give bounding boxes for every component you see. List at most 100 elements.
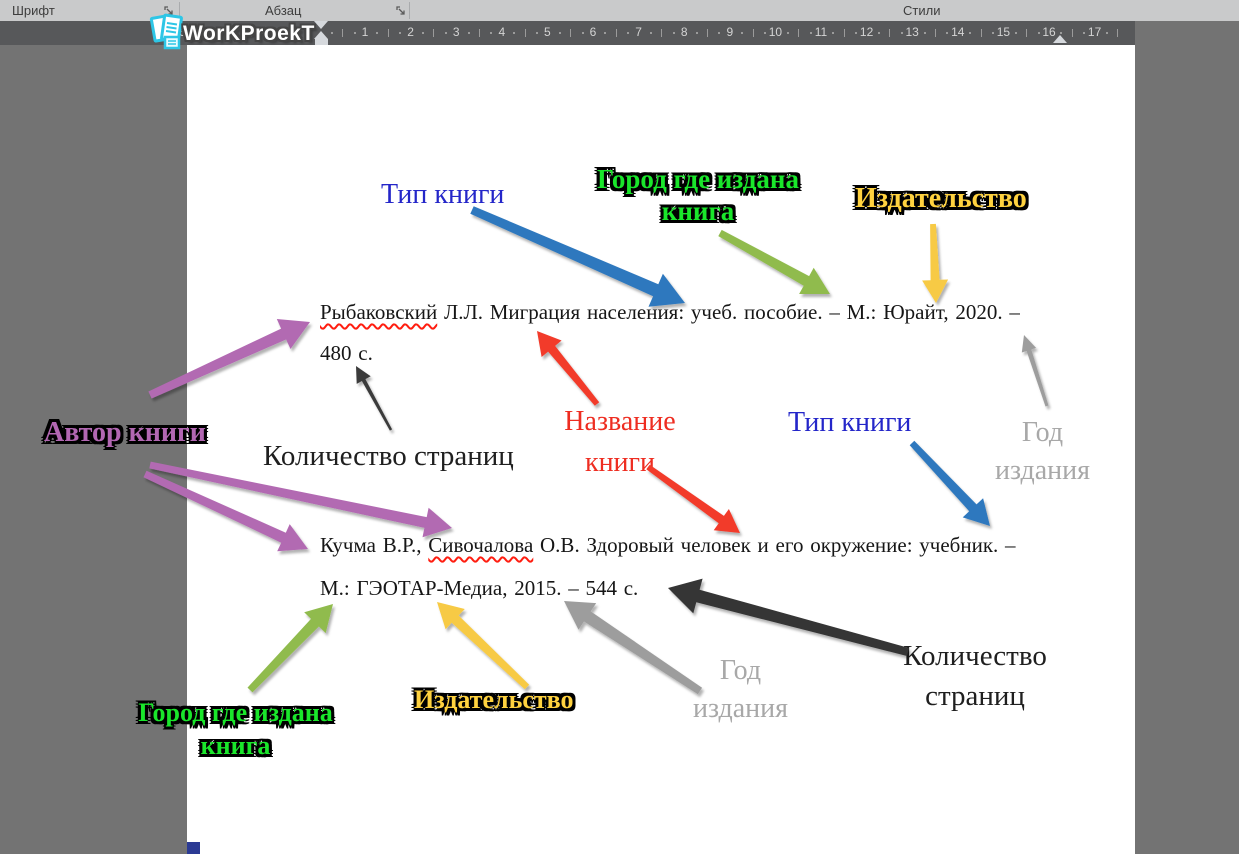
- ruler-tick: [798, 29, 799, 37]
- citation2-pre: Кучма В.Р.,: [320, 533, 428, 557]
- ruler-tick: [1038, 32, 1040, 34]
- ruler-tick: [445, 32, 447, 34]
- label-line: издания: [985, 452, 1100, 490]
- ruler-number: 5: [544, 25, 551, 39]
- ruler-tick: [832, 32, 834, 34]
- label-publication-year-bottom[interactable]: Год издания: [683, 652, 798, 728]
- ruler-tick: [1060, 32, 1062, 34]
- ruler-tick: [844, 29, 845, 37]
- ruler-number: 3: [453, 25, 460, 39]
- ruler-tick: [354, 32, 356, 34]
- label-publisher-bottom[interactable]: Издательство: [414, 685, 574, 715]
- ruler-tick: [969, 32, 971, 34]
- ruler-tick: [479, 29, 480, 37]
- ruler-tick: [1106, 32, 1108, 34]
- ruler-number: 4: [498, 25, 505, 39]
- ruler-number: 12: [860, 25, 873, 39]
- label-page-count-top[interactable]: Количество страниц: [263, 440, 514, 473]
- ruler-tick: [1015, 32, 1017, 34]
- label-author[interactable]: Автор книги: [44, 417, 206, 449]
- ruler-tick: [889, 29, 890, 37]
- ruler-tick: [764, 32, 766, 34]
- ruler-tick: [570, 29, 571, 37]
- label-line: Год: [683, 652, 798, 690]
- label-line: книга: [578, 195, 818, 227]
- ruler-number: 2: [407, 25, 414, 39]
- ruler-tick: [525, 29, 526, 37]
- citation1-line2[interactable]: 480 с.: [320, 341, 373, 366]
- ruler-tick: [468, 32, 470, 34]
- label-city-top[interactable]: Город где издана книга: [578, 163, 818, 227]
- ruler-tick: [741, 32, 743, 34]
- ruler-tick: [981, 29, 982, 37]
- label-line: Название: [555, 401, 685, 442]
- ruler-number: 9: [726, 25, 733, 39]
- ruler-tick: [433, 29, 434, 37]
- ruler-tick: [376, 32, 378, 34]
- ruler-number: 13: [906, 25, 919, 39]
- ribbon-group-font: Шрифт: [12, 3, 55, 18]
- label-line: издания: [683, 690, 798, 728]
- ribbon-group-divider: [409, 2, 410, 19]
- right-indent-marker[interactable]: [1053, 35, 1067, 43]
- paragraph-dialog-launcher-icon[interactable]: [395, 4, 407, 16]
- ruler-number: 15: [997, 25, 1010, 39]
- ruler-tick: [650, 32, 652, 34]
- label-book-type-middle[interactable]: Тип книги: [788, 407, 911, 439]
- label-city-bottom[interactable]: Город где издана книга: [123, 696, 348, 762]
- ruler-tick: [673, 32, 675, 34]
- ruler-tick: [627, 32, 629, 34]
- citation2-line2[interactable]: М.: ГЭОТАР-Медиа, 2015. – 544 с.: [320, 576, 638, 601]
- ruler-number: 11: [815, 25, 827, 39]
- citation1-rest: Л.Л. Миграция населения: учеб. пособие. …: [437, 300, 1020, 324]
- ruler-tick: [1072, 29, 1073, 37]
- ruler-number: 17: [1088, 25, 1101, 39]
- citation2-misspelled-word: Сивочалова: [428, 533, 533, 557]
- ruler-tick: [536, 32, 538, 34]
- label-line: Количество: [880, 636, 1070, 676]
- citation2-line1[interactable]: Кучма В.Р., Сивочалова О.В. Здоровый чел…: [320, 533, 1016, 558]
- label-book-title[interactable]: Название книги: [555, 401, 685, 483]
- label-publication-year-top[interactable]: Год издания: [985, 414, 1100, 490]
- ruler-tick: [753, 29, 754, 37]
- ruler-tick: [604, 32, 606, 34]
- ruler-tick: [707, 29, 708, 37]
- ruler-tick: [855, 32, 857, 34]
- ruler-tick: [810, 32, 812, 34]
- label-page-count-bottom[interactable]: Количество страниц: [880, 636, 1070, 716]
- workproekt-logo[interactable]: WorKProekT: [149, 13, 319, 51]
- ruler-tick: [718, 32, 720, 34]
- ruler-number: 6: [590, 25, 597, 39]
- ruler-tick: [696, 32, 698, 34]
- ruler-number: 10: [769, 25, 782, 39]
- ruler-tick: [946, 32, 948, 34]
- label-publisher-top[interactable]: Издательство: [855, 183, 1027, 215]
- ruler-number: 8: [681, 25, 688, 39]
- ruler-tick: [559, 32, 561, 34]
- label-line: Город где издана: [123, 696, 348, 729]
- ruler-tick: [787, 32, 789, 34]
- ruler-tick: [490, 32, 492, 34]
- citation2-rest: О.В. Здоровый человек и его окружение: у…: [533, 533, 1015, 557]
- label-line: Год: [985, 414, 1100, 452]
- ruler-tick: [399, 32, 401, 34]
- ruler-tick: [935, 29, 936, 37]
- ruler-tick: [992, 32, 994, 34]
- label-line: страниц: [880, 676, 1070, 716]
- ruler-tick: [878, 32, 880, 34]
- ruler-tick: [661, 29, 662, 37]
- ruler-tick: [331, 32, 333, 34]
- ruler-tick: [388, 29, 389, 37]
- logo-text: WorKProekT: [183, 22, 315, 46]
- label-line: Город где издана: [578, 163, 818, 195]
- ruler-number: 1: [362, 25, 369, 39]
- label-line: книги: [555, 442, 685, 483]
- ruler-tick: [342, 29, 343, 37]
- ruler-number: 14: [951, 25, 964, 39]
- citation1-line1[interactable]: Рыбаковский Л.Л. Миграция населения: уче…: [320, 300, 1020, 325]
- ruler-tick: [616, 29, 617, 37]
- ruler-tick: [1083, 32, 1085, 34]
- label-line: книга: [123, 729, 348, 762]
- ruler-tick: [1117, 29, 1118, 37]
- label-book-type-top[interactable]: Тип книги: [381, 179, 504, 211]
